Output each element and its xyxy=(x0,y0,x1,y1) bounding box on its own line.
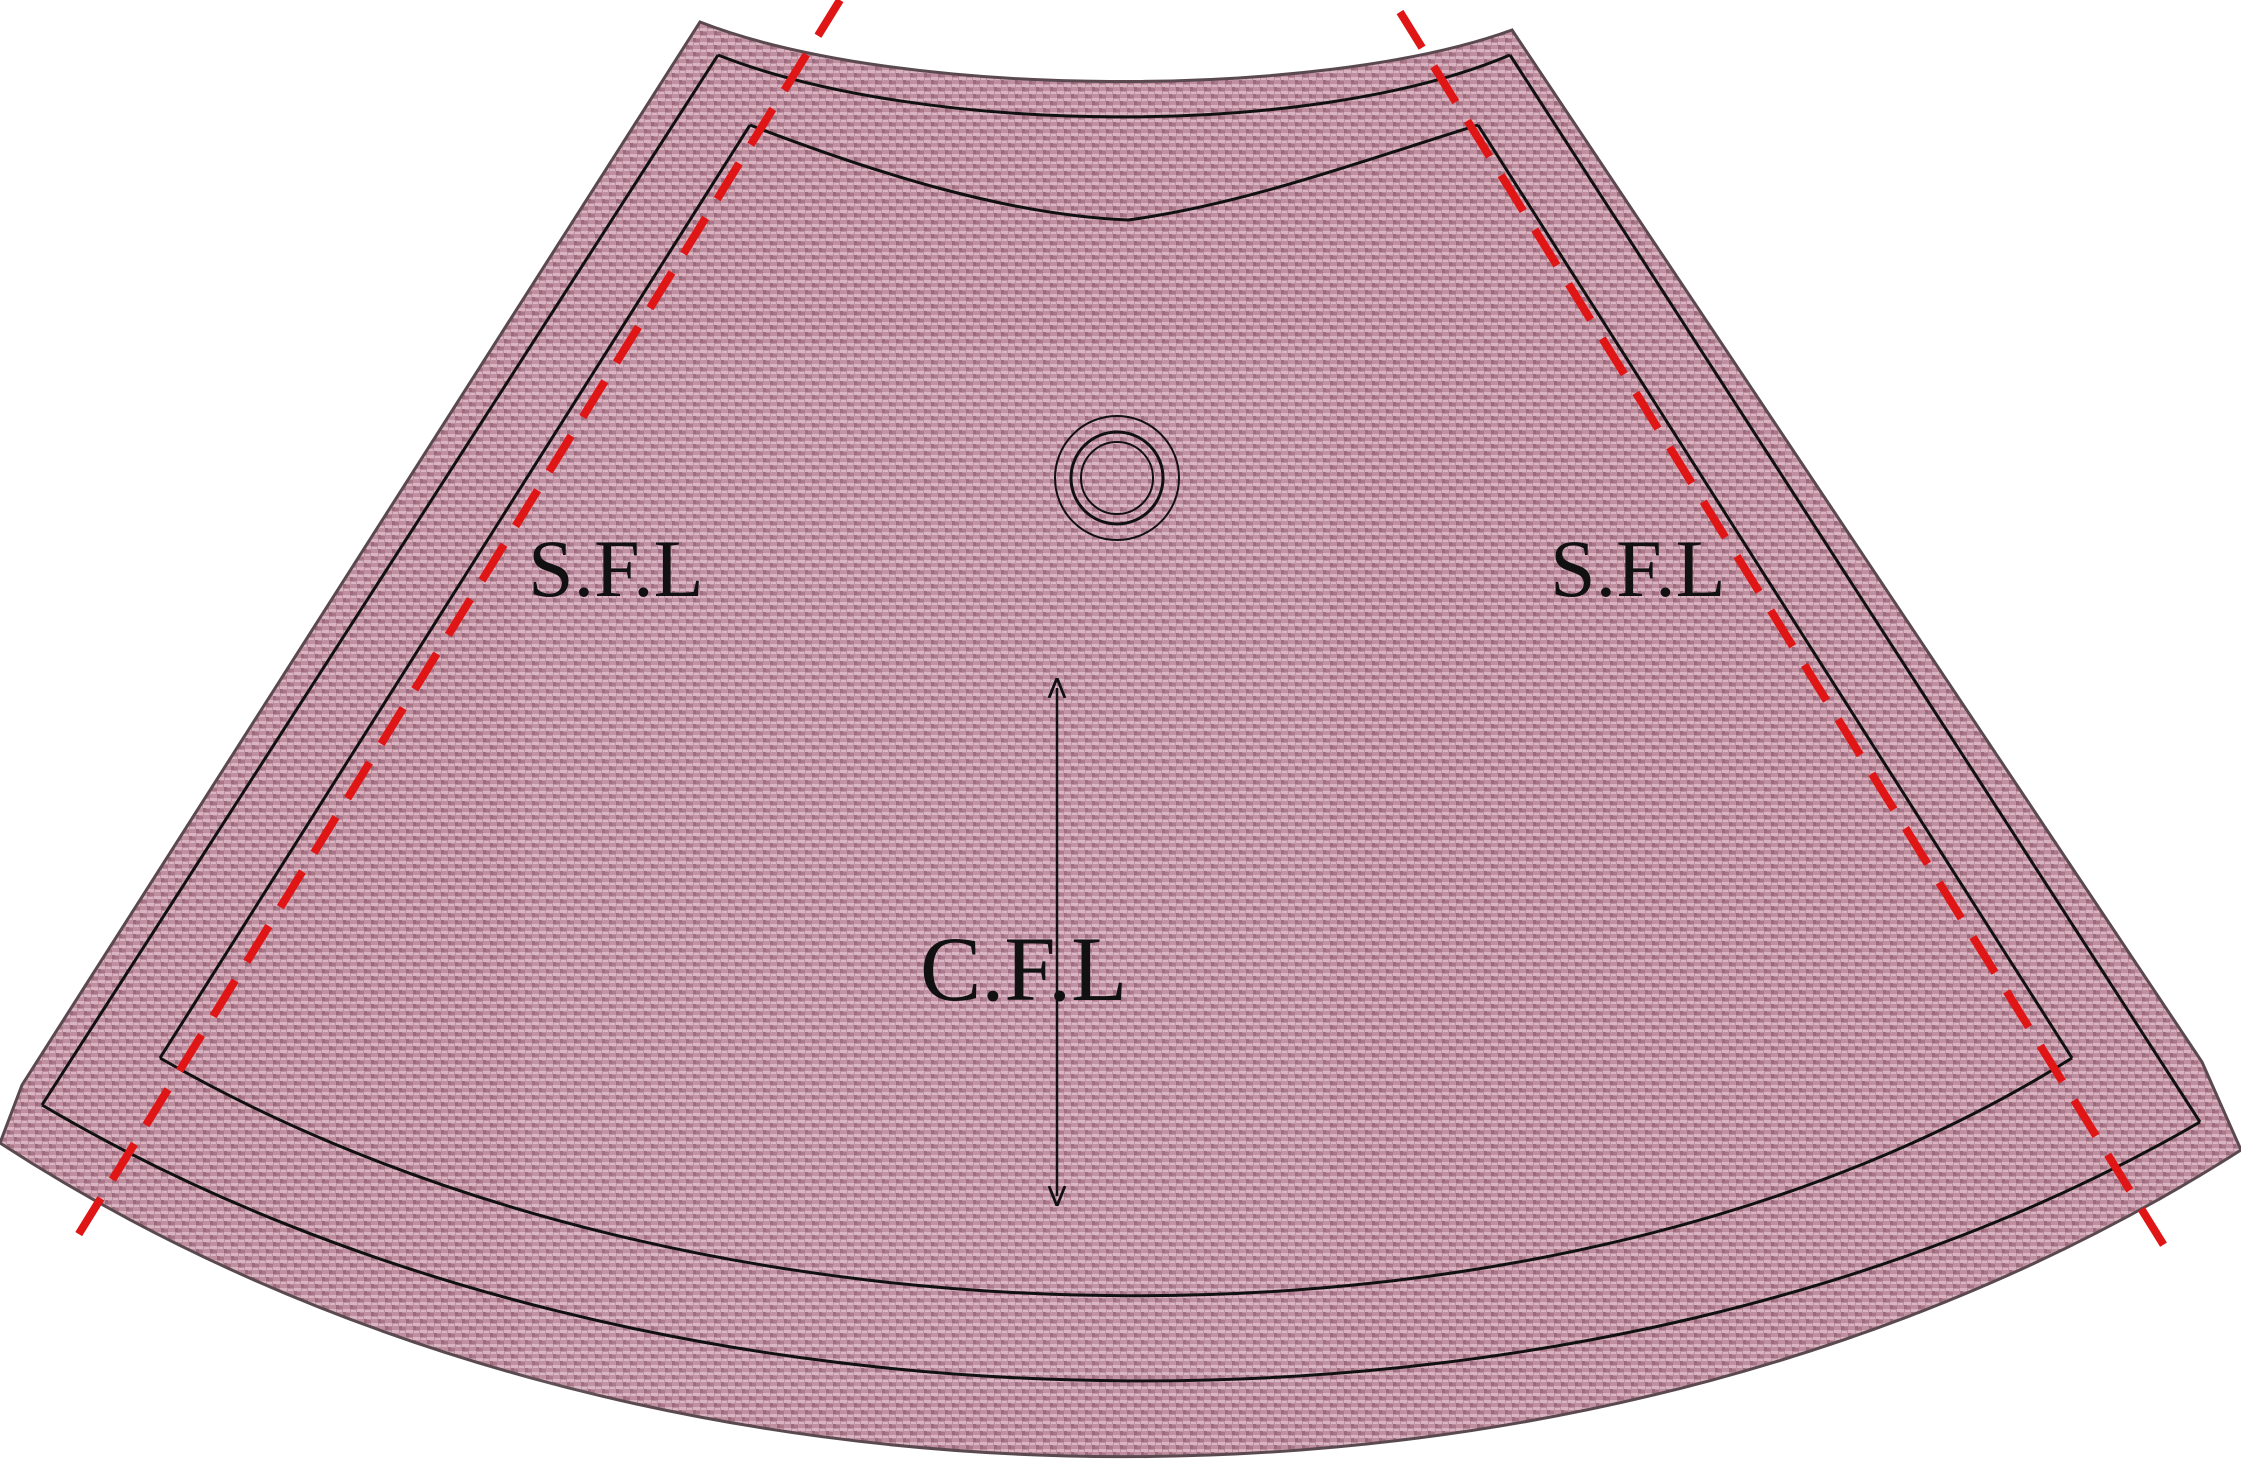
label-center: C.F.L xyxy=(920,918,1127,1020)
waist-seam-inner xyxy=(749,123,1479,222)
waist-seam-outer xyxy=(717,53,1511,119)
fabric-piece-outer xyxy=(0,20,2241,1459)
fold-line-left xyxy=(68,0,844,1248)
hem-seam-outer xyxy=(41,1103,2201,1383)
label-side-left: S.F.L xyxy=(528,523,704,614)
fold-line-right xyxy=(1396,9,2172,1255)
grommet-icon xyxy=(1054,415,1180,541)
side-seam-right-inner xyxy=(1476,124,2074,1059)
hem-seam-inner xyxy=(159,1056,2073,1298)
label-side-right: S.F.L xyxy=(1550,523,1726,614)
fabric-shade-panel xyxy=(520,345,1330,1395)
side-seam-right-outer xyxy=(1508,54,2202,1123)
side-seam-left-outer xyxy=(40,54,720,1106)
side-seam-left-inner xyxy=(158,124,752,1059)
